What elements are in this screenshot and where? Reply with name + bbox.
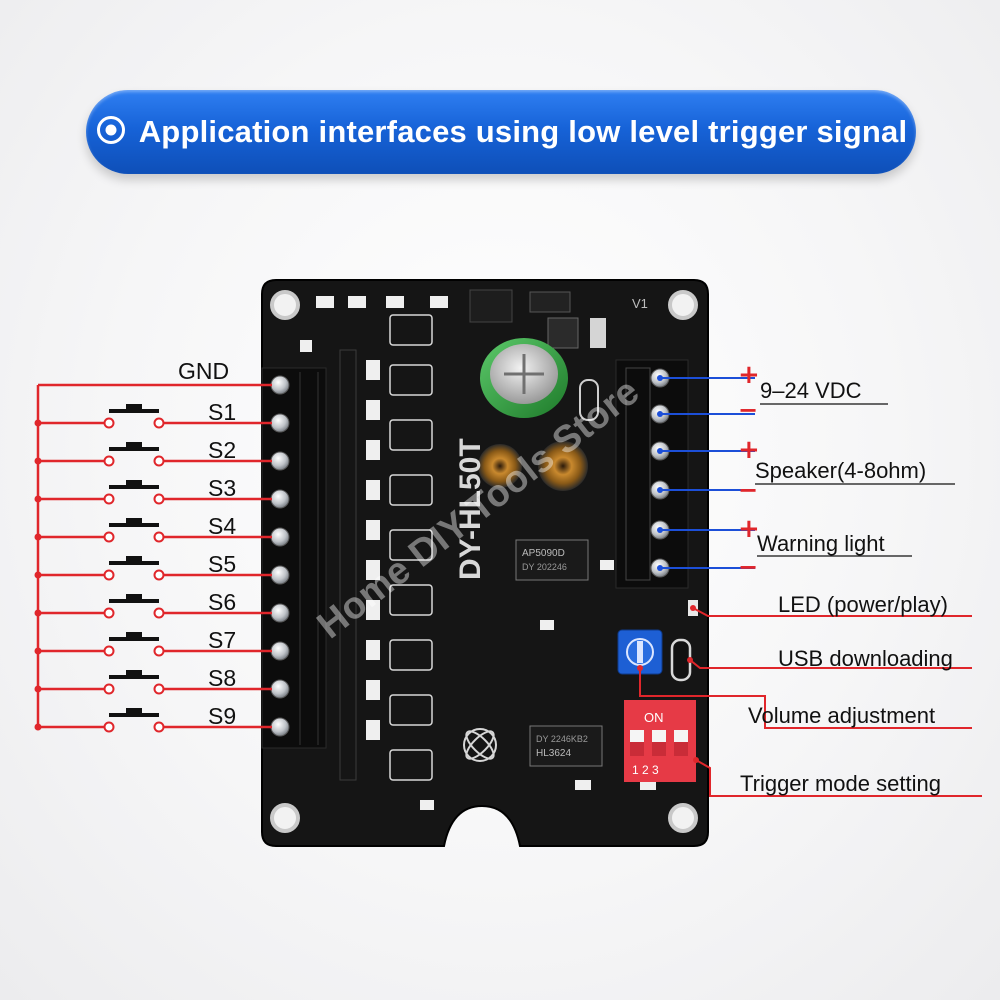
- version-label: V1: [632, 296, 648, 311]
- label-s7: S7: [208, 627, 237, 653]
- plus-mark-power: +: [738, 360, 760, 390]
- label-gnd: GND: [178, 358, 230, 384]
- label-warning-light: Warning light: [757, 531, 885, 556]
- label-volume: Volume adjustment: [748, 703, 936, 728]
- volume-potentiometer: [617, 629, 663, 675]
- svg-text:HL3624: HL3624: [536, 748, 571, 759]
- svg-text:ON: ON: [644, 710, 664, 725]
- svg-text:DY 2246KB2: DY 2246KB2: [536, 734, 588, 744]
- label-s5: S5: [208, 551, 237, 577]
- label-s2: S2: [208, 437, 237, 463]
- svg-text:AP5090D: AP5090D: [522, 548, 565, 559]
- label-s9: S9: [208, 703, 237, 729]
- minus-mark-power: −: [738, 396, 759, 424]
- banner-title: Application interfaces using low level t…: [138, 114, 908, 149]
- label-s8: S8: [208, 665, 237, 691]
- label-speaker: Speaker(4-8ohm): [755, 458, 927, 483]
- left-wiring: [36, 383, 272, 729]
- plus-mark-speaker: +: [738, 435, 760, 465]
- label-s1: S1: [208, 399, 237, 425]
- electrolytic-capacitor: [480, 338, 568, 418]
- label-underlines: [755, 403, 955, 557]
- label-led: LED (power/play): [778, 592, 948, 617]
- label-s3: S3: [208, 475, 237, 501]
- push-buttons: [103, 404, 165, 733]
- right-terminal-dots: [657, 375, 663, 571]
- regulator: [469, 289, 513, 323]
- plus-mark-warning: +: [738, 514, 760, 544]
- mounting-holes: [270, 290, 698, 833]
- title-banner: Application interfaces using low level t…: [86, 90, 916, 174]
- label-usb: USB downloading: [778, 646, 953, 671]
- dip-switch: ON 1 2 3: [624, 700, 696, 782]
- minus-mark-warning: −: [738, 553, 759, 581]
- right-terminal-block: [615, 359, 689, 589]
- minus-mark-speaker: −: [738, 476, 759, 504]
- label-trigger-mode: Trigger mode setting: [740, 771, 941, 796]
- label-power: 9–24 VDC: [760, 378, 862, 403]
- inductor-coils: [478, 441, 588, 491]
- target-icon: [95, 114, 127, 151]
- label-s4: S4: [208, 513, 237, 539]
- chip-ap5090d: [515, 539, 589, 581]
- smd-parts: [300, 296, 656, 810]
- chip-hl3624: [529, 725, 603, 767]
- svg-text:DY 202246: DY 202246: [522, 562, 567, 572]
- model-label: DY-HL50T: [454, 438, 487, 580]
- junction-dots: [34, 419, 42, 731]
- right-wiring: [660, 377, 755, 569]
- label-s6: S6: [208, 589, 237, 615]
- board-logo: [463, 728, 497, 762]
- leader-lines: [639, 607, 982, 797]
- svg-text:1 2 3: 1 2 3: [632, 763, 659, 777]
- ic-outlines: [389, 314, 433, 781]
